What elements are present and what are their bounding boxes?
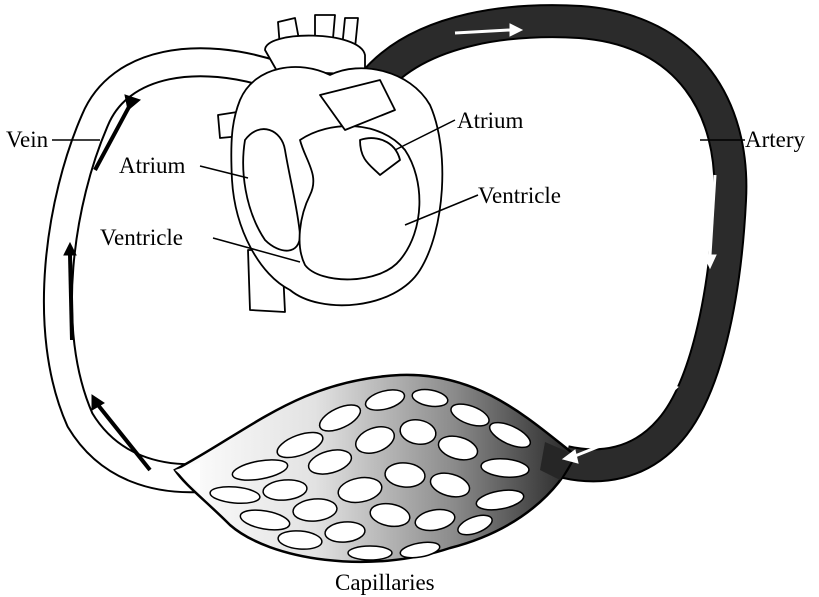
atrium-left-label: Atrium [119, 153, 186, 178]
ventricle-right-label: Ventricle [478, 183, 561, 208]
ventricle-left-label: Ventricle [100, 225, 183, 250]
capillaries-label: Capillaries [335, 570, 435, 595]
capillary-bed [175, 375, 575, 562]
artery-label: Artery [745, 127, 806, 152]
vein-label: Vein [6, 127, 49, 152]
atrium-right-label: Atrium [457, 108, 524, 133]
